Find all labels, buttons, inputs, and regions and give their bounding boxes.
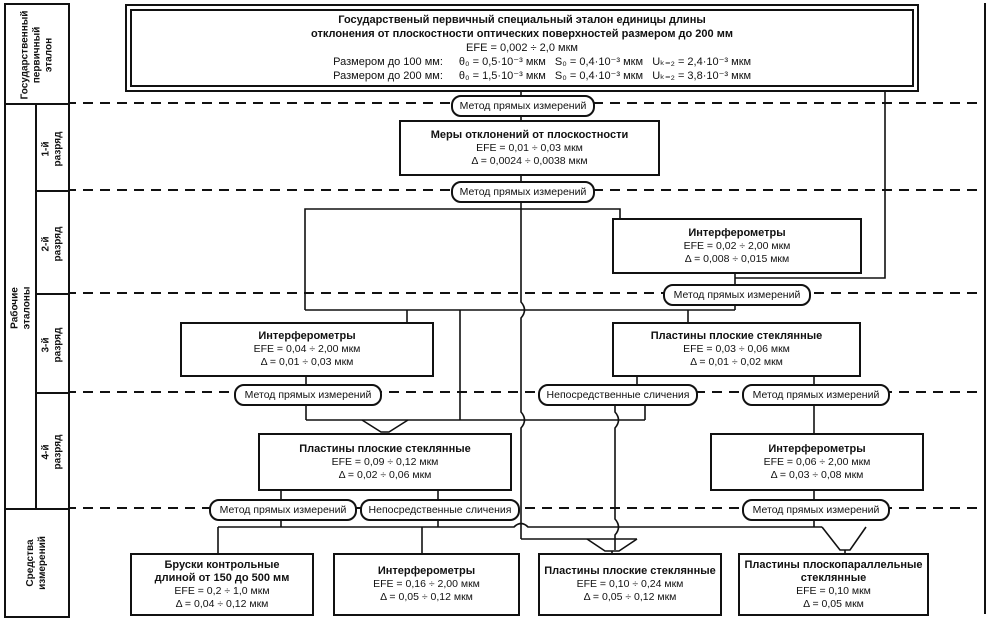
box-title: Пластины плоские стеклянные bbox=[544, 565, 716, 577]
sidebar-cell-rank-2: 2-й разряд bbox=[35, 190, 70, 297]
box-efe: EFE = 0,2 ÷ 1,0 мкм bbox=[174, 584, 270, 597]
box-efe: EFE = 0,02 ÷ 2,00 мкм bbox=[683, 239, 791, 252]
box-efe: EFE = 0,04 ÷ 2,00 мкм bbox=[253, 343, 361, 355]
sidebar-label-measuring-instruments: Средства измерений bbox=[25, 536, 48, 590]
box-title: Пластины плоские стеклянные bbox=[650, 330, 823, 342]
sidebar-label-rank-1: 1-й разряд bbox=[40, 131, 64, 166]
sidebar-label-rank-4: 4-й разряд bbox=[40, 434, 64, 470]
sidebar-cell-primary-standard: Государственный первичный эталон bbox=[4, 3, 70, 107]
box-title: Интерферометры bbox=[768, 442, 866, 455]
size-100mm-label: Размером до 100 мм: bbox=[333, 56, 443, 68]
mi-interferometers-box: Интерферометры EFE = 0,16 ÷ 2,00 мкм Δ =… bbox=[333, 553, 520, 616]
sidebar-label-rank-2: 2-й разряд bbox=[40, 226, 64, 261]
method-direct-oval-1: Метод прямых измерений bbox=[451, 95, 595, 117]
size-200mm-label: Размером до 200 мм: bbox=[333, 70, 443, 82]
rank2-interferometers-box: Интерферометры EFE = 0,02 ÷ 2,00 мкм Δ =… bbox=[612, 218, 862, 274]
box-delta: Δ = 0,0024 ÷ 0,0038 мкм bbox=[471, 154, 588, 167]
box-efe: EFE = 0,16 ÷ 2,00 мкм bbox=[373, 578, 480, 590]
primary-standard-efe: EFE = 0,002 ÷ 2,0 мкм bbox=[466, 42, 578, 54]
sidebar-cell-rank-3: 3-й разряд bbox=[35, 293, 70, 396]
mi-control-bars-box: Бруски контрольные длиной от 150 до 500 … bbox=[130, 553, 314, 616]
box-delta: Δ = 0,01 ÷ 0,03 мкм bbox=[260, 356, 354, 368]
box-title: Меры отклонений от плоскостности bbox=[430, 128, 629, 141]
rank4-flat-glass-plates-box: Пластины плоские стеклянные EFE = 0,09 ÷… bbox=[258, 433, 512, 491]
box-title: Интерферометры bbox=[377, 565, 476, 577]
box-delta: Δ = 0,05 ÷ 0,12 мкм bbox=[380, 591, 473, 603]
primary-standard-row-100mm: Размером до 100 мм: θ₀ = 0,5·10⁻³ мкм S₀… bbox=[293, 55, 751, 69]
box-efe: EFE = 0,06 ÷ 2,00 мкм bbox=[763, 455, 871, 468]
box-title: Интерферометры bbox=[258, 330, 356, 342]
method-direct-oval-3: Метод прямых измерений bbox=[663, 284, 811, 306]
rank3-flat-glass-plates-box: Пластины плоские стеклянные EFE = 0,03 ÷… bbox=[612, 322, 861, 377]
sidebar-cell-rank-4: 4-й разряд bbox=[35, 392, 70, 512]
box-delta: Δ = 0,02 ÷ 0,06 мкм bbox=[338, 468, 432, 481]
primary-standard-box-inner: Государственый первичный специальный эта… bbox=[130, 9, 914, 87]
method-comparison-oval-1: Непосредственные сличения bbox=[538, 384, 698, 406]
method-comparison-oval-2: Непосредственные сличения bbox=[360, 499, 520, 521]
box-efe: EFE = 0,03 ÷ 0,06 мкм bbox=[683, 343, 790, 355]
box-efe: EFE = 0,10 ÷ 0,24 мкм bbox=[576, 578, 684, 590]
box-title-line2: стеклянные bbox=[800, 571, 867, 584]
method-direct-oval-2: Метод прямых измерений bbox=[451, 181, 595, 203]
method-direct-oval-7: Метод прямых измерений bbox=[742, 499, 890, 521]
method-direct-oval-4: Метод прямых измерений bbox=[234, 384, 382, 406]
box-delta: Δ = 0,03 ÷ 0,08 мкм bbox=[770, 468, 864, 481]
sidebar-cell-working-standards: Рабочие эталоны bbox=[4, 103, 39, 512]
rank1-flatness-measures-box: Меры отклонений от плоскостности EFE = 0… bbox=[399, 120, 660, 176]
mi-plane-parallel-glass-plates-box: Пластины плоскопараллельные стеклянные E… bbox=[738, 553, 929, 616]
rank4-interferometers-box: Интерферометры EFE = 0,06 ÷ 2,00 мкм Δ =… bbox=[710, 433, 924, 491]
mi-flat-glass-plates-box: Пластины плоские стеклянные EFE = 0,10 ÷… bbox=[538, 553, 722, 616]
sidebar-label-rank-3: 3-й разряд bbox=[40, 327, 64, 362]
box-title-line2: длиной от 150 до 500 мм bbox=[154, 571, 290, 584]
box-delta: Δ = 0,05 мкм bbox=[803, 597, 864, 610]
size-200mm-formula: θ₀ = 1,5·10⁻³ мкм S₀ = 0,4·10⁻³ мкм Uₖ₌₂… bbox=[458, 70, 752, 82]
box-delta: Δ = 0,008 ÷ 0,015 мкм bbox=[684, 252, 790, 265]
box-delta: Δ = 0,01 ÷ 0,02 мкм bbox=[690, 356, 783, 368]
box-title: Бруски контрольные bbox=[164, 558, 280, 571]
sidebar-label-primary-standard: Государственный первичный эталон bbox=[19, 10, 54, 100]
box-efe: EFE = 0,10 мкм bbox=[796, 584, 871, 597]
size-100mm-formula: θ₀ = 0,5·10⁻³ мкм S₀ = 0,4·10⁻³ мкм Uₖ₌₂… bbox=[458, 56, 752, 68]
box-title: Интерферометры bbox=[688, 226, 786, 239]
box-title: Пластины плоские стеклянные bbox=[299, 442, 471, 455]
primary-standard-title-line1: Государственый первичный специальный эта… bbox=[338, 14, 706, 26]
box-efe: EFE = 0,01 ÷ 0,03 мкм bbox=[476, 141, 583, 154]
primary-standard-title-line2: отклонения от плоскостности оптических п… bbox=[311, 28, 733, 40]
sidebar-cell-measuring-instruments: Средства измерений bbox=[4, 508, 70, 618]
method-direct-oval-6: Метод прямых измерений bbox=[209, 499, 357, 521]
primary-standard-row-200mm: Размером до 200 мм: θ₀ = 1,5·10⁻³ мкм S₀… bbox=[293, 69, 751, 83]
primary-standard-box: Государственый первичный специальный эта… bbox=[125, 4, 919, 92]
method-direct-oval-5: Метод прямых измерений bbox=[742, 384, 890, 406]
box-efe: EFE = 0,09 ÷ 0,12 мкм bbox=[331, 455, 439, 468]
sidebar-label-working-standards: Рабочие эталоны bbox=[9, 286, 33, 329]
rank3-interferometers-box: Интерферометры EFE = 0,04 ÷ 2,00 мкм Δ =… bbox=[180, 322, 434, 377]
box-delta: Δ = 0,04 ÷ 0,12 мкм bbox=[175, 597, 269, 610]
box-delta: Δ = 0,05 ÷ 0,12 мкм bbox=[583, 591, 677, 603]
sidebar-cell-rank-1: 1-й разряд bbox=[35, 103, 70, 194]
box-title: Пластины плоскопараллельные bbox=[744, 558, 923, 571]
